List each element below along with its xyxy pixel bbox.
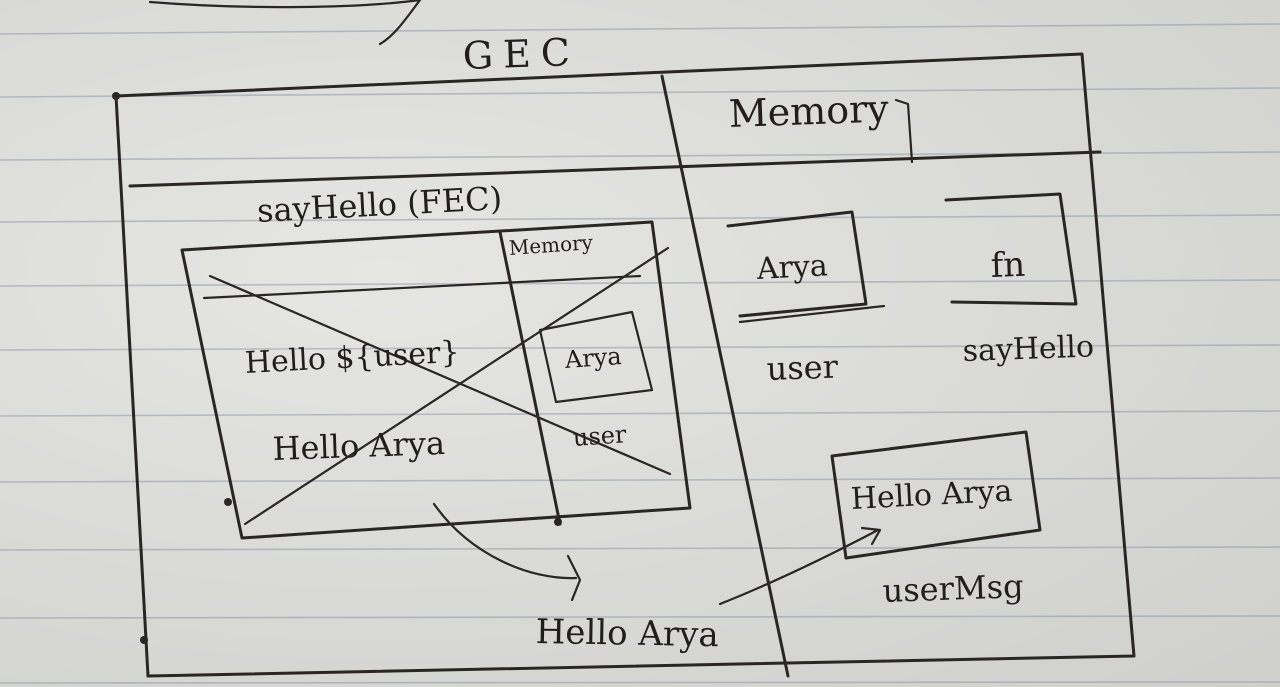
memory-box-sayhello bbox=[944, 192, 1078, 306]
fec-divider bbox=[498, 230, 562, 526]
top-scribble bbox=[148, 0, 422, 46]
return-arrow bbox=[432, 502, 578, 580]
return-arrow-head bbox=[566, 554, 582, 602]
memory-bracket bbox=[894, 98, 914, 164]
fec-memory-value-box bbox=[538, 310, 654, 404]
ink-dot bbox=[112, 92, 120, 100]
return-value: Hello Arya bbox=[535, 612, 720, 656]
memory-value-user: Arya bbox=[756, 248, 829, 287]
fec-code-line-2: Hello Arya bbox=[272, 423, 446, 468]
fec-memory-name: user bbox=[572, 420, 628, 452]
ink-dot bbox=[554, 518, 562, 526]
memory-box-usermsg bbox=[830, 430, 1042, 560]
ink-dot bbox=[224, 498, 232, 506]
fec-cross-line-2 bbox=[243, 246, 670, 526]
memory-box-user-shadow bbox=[738, 304, 886, 324]
gec-outer-box bbox=[114, 52, 1136, 678]
memory-name-sayhello: sayHello bbox=[962, 329, 1095, 369]
ink-dot bbox=[140, 636, 148, 644]
gec-top-bar-line bbox=[128, 150, 1102, 188]
memory-value-sayhello: fn bbox=[990, 244, 1026, 286]
fec-box bbox=[180, 220, 692, 540]
store-arrow-head bbox=[860, 526, 882, 546]
store-arrow bbox=[718, 528, 880, 606]
memory-name-user: user bbox=[766, 347, 839, 388]
gec-divider bbox=[660, 74, 790, 678]
fec-memory-value: Arya bbox=[564, 342, 623, 374]
memory-name-usermsg: userMsg bbox=[882, 567, 1025, 610]
page-title: GEC bbox=[462, 29, 581, 78]
fec-cross-line-1 bbox=[208, 274, 672, 476]
memory-box-user bbox=[726, 210, 868, 318]
global-memory-label: Memory bbox=[728, 86, 890, 136]
fec-top-line bbox=[202, 274, 642, 300]
